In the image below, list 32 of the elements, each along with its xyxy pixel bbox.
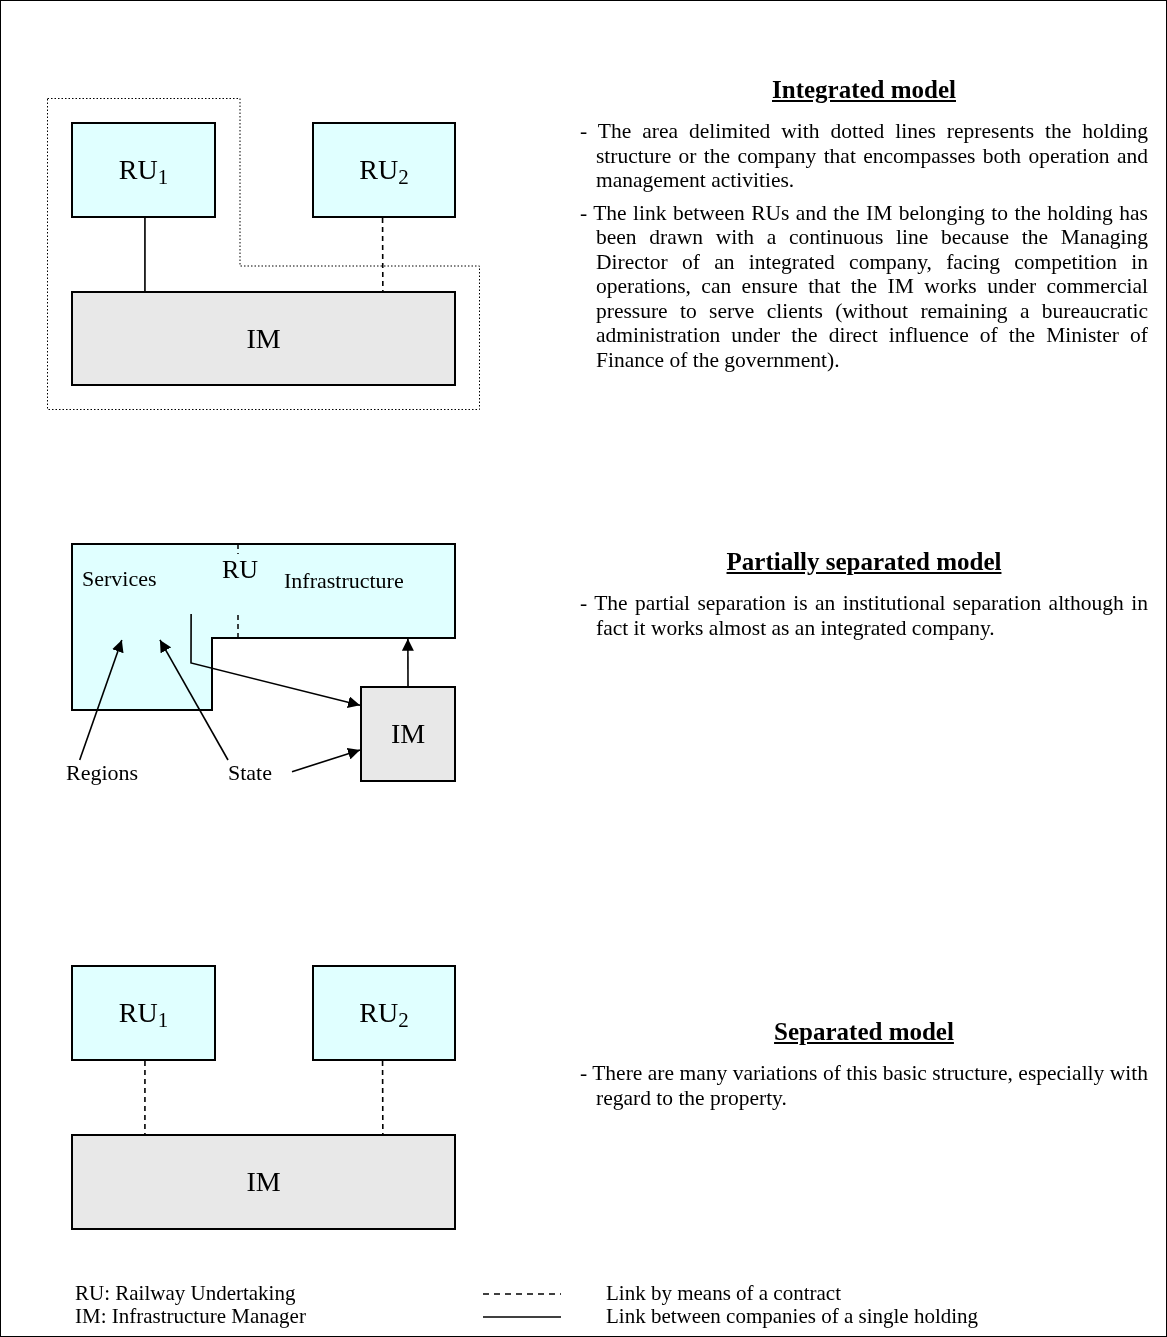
abbreviation-note: RU: Railway Undertaking	[75, 1282, 297, 1305]
section-heading: Separated model	[774, 1017, 954, 1047]
im-box: IM	[71, 1134, 456, 1230]
arrow	[401, 637, 414, 687]
connector-line	[381, 1060, 384, 1135]
description-paragraph: - There are many variations of this basic structure, especially with regard to the property.	[580, 1061, 1148, 1111]
description-paragraph: - The link between RUs and the IM belonging to the holding has been drawn with a continuous line because the Managing Director of an integrated company, facing competition in operations, can ensure that the IM works under commercial pressure to serve clients (without remaining a bureaucratic administration under the direct influence of the Minister of Finance of the government).	[580, 200, 1148, 373]
box-label: RU	[222, 554, 259, 586]
node-label: Regions	[66, 760, 139, 786]
abbreviation-note: IM: Infrastructure Manager	[75, 1305, 306, 1328]
ru-box: RU$_{1}$	[71, 965, 216, 1061]
description-paragraph: - The partial separation is an institutional separation although in fact it works almost as an integrated company.	[580, 591, 1148, 641]
im-box: IM	[71, 291, 456, 386]
ru-box: RU$_{2}$	[312, 965, 456, 1061]
ru-box: RU$_{2}$	[312, 122, 456, 218]
ru-box: RU$_{1}$	[71, 122, 216, 218]
box-label: Services	[82, 565, 157, 593]
arrow	[291, 747, 361, 773]
legend-label: Link by means of a contract	[606, 1282, 841, 1305]
legend-label: Link between companies of a single holding	[606, 1305, 979, 1328]
section-heading: Partially separated model	[726, 547, 1002, 577]
arrow	[159, 639, 229, 761]
description-paragraph: - The area delimited with dotted lines represents the holding structure or the company that encompasses both operation and management activities.	[580, 119, 1148, 193]
connector-line	[144, 1060, 146, 1135]
arrow	[78, 639, 124, 761]
node-label: State	[228, 760, 272, 786]
box-label: Infrastructure	[284, 567, 404, 595]
section-heading: Integrated model	[772, 75, 956, 105]
connector-line	[144, 217, 146, 292]
im-box: IM	[360, 686, 456, 782]
arrow	[190, 613, 361, 709]
connector-line	[381, 217, 384, 292]
